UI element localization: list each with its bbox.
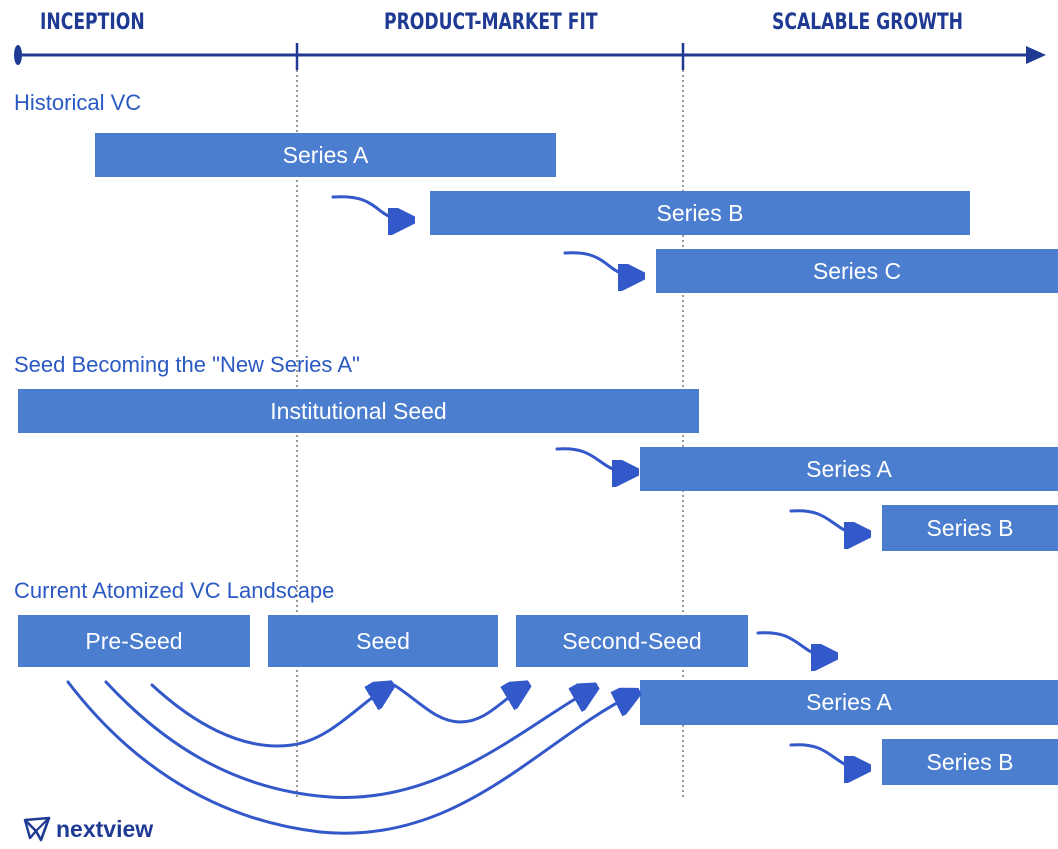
flow-arrow-second-seed — [756, 631, 829, 656]
flow-arrow-seed-a-to-b — [789, 509, 862, 534]
phase-label-growth: SCALABLE GROWTH — [772, 10, 964, 35]
flow-arrow-preseed-to-second-seed — [104, 680, 590, 799]
flow-arrow-preseed-to-series-a — [66, 680, 632, 835]
bar-seed-series-a: Series A — [640, 447, 1058, 491]
bar-historical-series-c: Series C — [656, 249, 1058, 293]
logo-text: nextview — [56, 815, 154, 842]
paper-plane-icon — [23, 816, 51, 842]
bar-historical-series-b: Series B — [430, 191, 970, 235]
bar-second-seed: Second-Seed — [516, 615, 748, 667]
flow-arrow-current-a-to-b — [789, 743, 862, 768]
bar-seed: Seed — [268, 615, 498, 667]
flow-arrow-seed-to-a — [555, 447, 630, 472]
section-title-historical: Historical VC — [14, 90, 142, 115]
bar-pre-seed: Pre-Seed — [18, 615, 250, 667]
flow-arrow-seed-to-second-seed — [392, 685, 522, 724]
bar-current-series-b: Series B — [882, 739, 1058, 785]
bar-seed-series-b: Series B — [882, 505, 1058, 551]
phase-label-pmf: PRODUCT-MARKET FIT — [384, 10, 598, 35]
section-title-current: Current Atomized VC Landscape — [14, 578, 335, 603]
nextview-logo: nextview — [22, 814, 153, 844]
flow-arrow-b-to-c — [563, 251, 636, 276]
timeline-start-cap — [14, 45, 22, 65]
bar-historical-series-a: Series A — [95, 133, 556, 177]
flow-arrow-a-to-b — [331, 195, 406, 220]
timeline-arrowhead — [1026, 46, 1046, 64]
flow-arrow-preseed-to-seed — [150, 685, 386, 748]
bar-institutional-seed: Institutional Seed — [18, 389, 699, 433]
section-title-seed: Seed Becoming the "New Series A" — [14, 352, 360, 377]
phase-label-inception: INCEPTION — [40, 10, 145, 35]
bar-current-series-a: Series A — [640, 680, 1058, 725]
